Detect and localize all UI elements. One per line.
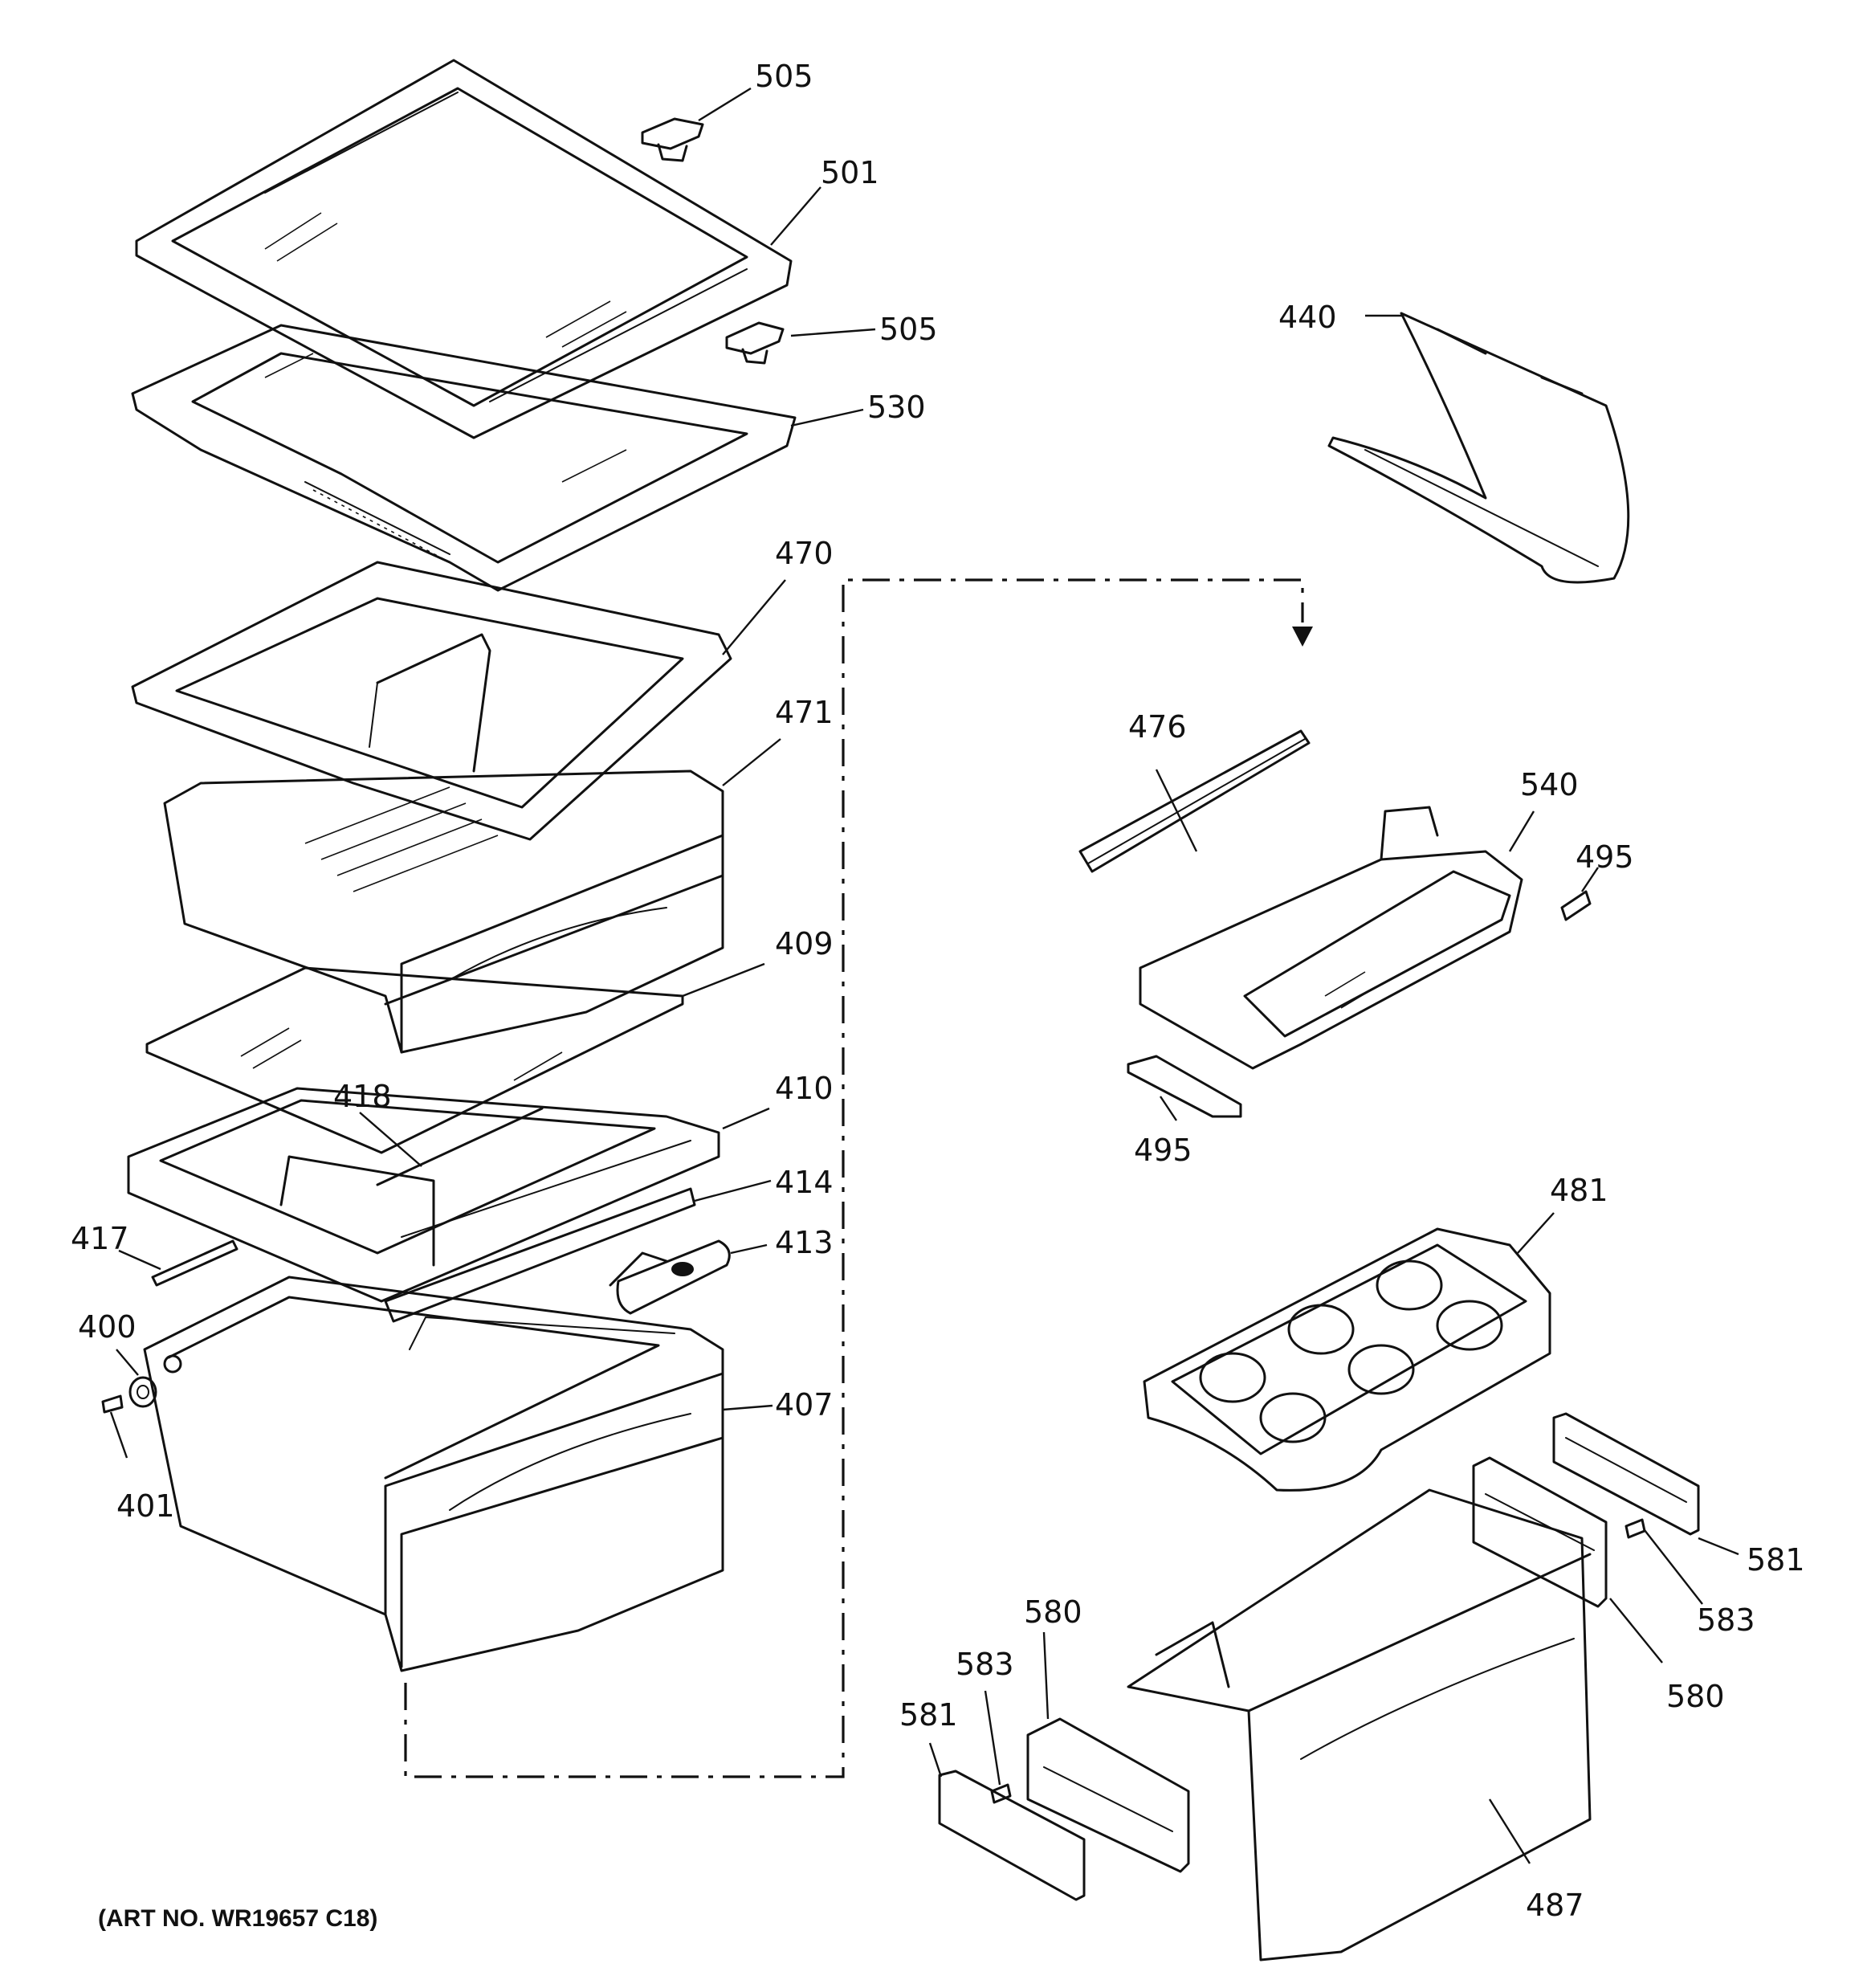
assembly-flow-line xyxy=(404,578,1313,1778)
callout-471: 471 xyxy=(775,695,834,730)
part-581-bracket-right xyxy=(1552,1412,1700,1536)
callout-410: 410 xyxy=(775,1071,834,1106)
callout-413: 413 xyxy=(775,1225,834,1260)
callout-581-right: 581 xyxy=(1747,1542,1805,1578)
callout-505-upper: 505 xyxy=(755,59,813,94)
part-495-slide-left xyxy=(1127,1055,1242,1118)
part-440-curved-door xyxy=(1327,312,1630,584)
callout-409: 409 xyxy=(775,926,834,961)
callout-580-right: 580 xyxy=(1666,1679,1725,1714)
callout-580-left: 580 xyxy=(1024,1594,1082,1630)
callout-401: 401 xyxy=(116,1488,175,1524)
part-414-trim xyxy=(384,1187,696,1323)
callout-417: 417 xyxy=(71,1221,129,1256)
leader-lines xyxy=(109,87,1739,1864)
callout-540: 540 xyxy=(1520,767,1579,802)
part-413-control xyxy=(609,1239,731,1315)
part-505-clip-upper xyxy=(641,117,704,162)
callout-501: 501 xyxy=(821,155,879,190)
part-470-drawer-cover-frame xyxy=(131,561,732,841)
callout-583-left: 583 xyxy=(956,1647,1014,1682)
part-410-drawer-cover xyxy=(127,1087,720,1303)
callout-487: 487 xyxy=(1526,1888,1584,1923)
part-540-deli-drawer xyxy=(1139,806,1523,1070)
callout-470: 470 xyxy=(775,536,834,571)
callout-414: 414 xyxy=(775,1165,834,1200)
part-495-slide-right xyxy=(1560,890,1592,921)
part-407-crisper-drawer xyxy=(143,1276,724,1672)
part-501-glass-shelf xyxy=(135,59,793,439)
part-471-snack-drawer xyxy=(163,769,724,1054)
callout-labels: 505 501 505 530 440 470 471 476 540 495 … xyxy=(71,59,1805,1923)
callout-581-left: 581 xyxy=(899,1697,958,1733)
art-number: (ART NO. WR19657 C18) xyxy=(98,1905,377,1932)
callout-476: 476 xyxy=(1128,709,1187,745)
callout-400: 400 xyxy=(78,1309,137,1345)
part-418-strip xyxy=(376,1107,544,1186)
callout-505-lower: 505 xyxy=(879,312,938,347)
callout-418: 418 xyxy=(333,1079,392,1114)
part-583-screw-right xyxy=(1625,1518,1646,1539)
part-530-shelf-frame xyxy=(131,324,797,592)
callout-583-right: 583 xyxy=(1697,1602,1755,1638)
part-581-bracket-left xyxy=(938,1770,1086,1901)
callout-495-left: 495 xyxy=(1134,1133,1192,1168)
part-417-rod xyxy=(151,1239,238,1287)
part-580-rail-right xyxy=(1472,1456,1608,1608)
part-476-rail xyxy=(1078,729,1311,873)
part-400-knob xyxy=(128,1376,157,1408)
part-409-glass-panel xyxy=(145,966,684,1154)
callout-495-right: 495 xyxy=(1576,839,1634,875)
part-401-screw xyxy=(101,1394,124,1414)
part-481-egg-tray xyxy=(1143,1227,1551,1492)
part-580-rail-left xyxy=(1026,1717,1190,1873)
callout-481: 481 xyxy=(1550,1173,1608,1208)
part-583-screw-left xyxy=(990,1783,1012,1804)
callout-530: 530 xyxy=(867,390,926,425)
callout-440: 440 xyxy=(1278,300,1337,335)
callout-407: 407 xyxy=(775,1387,834,1423)
part-505-clip-lower xyxy=(725,321,785,365)
part-487-pan xyxy=(1127,1488,1592,1961)
